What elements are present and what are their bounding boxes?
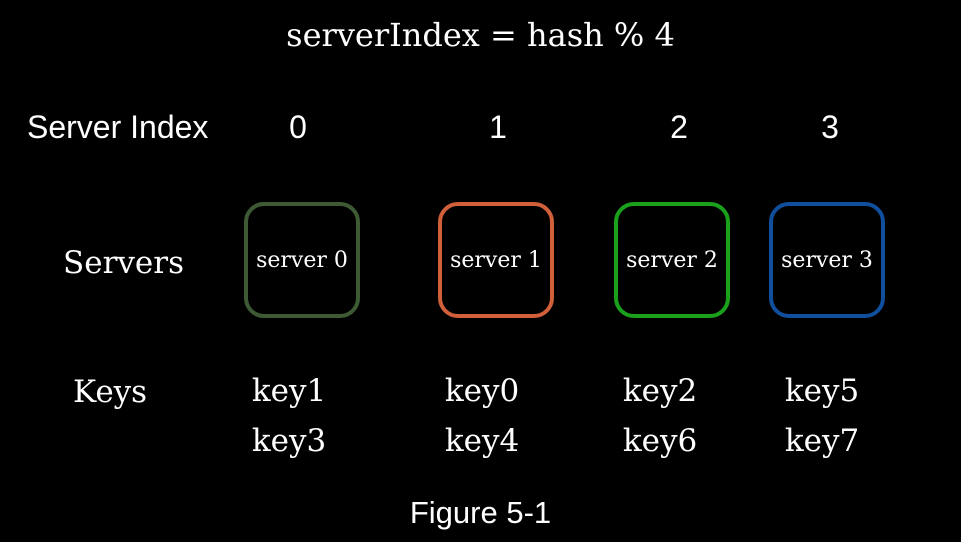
key-item: key1 bbox=[251, 373, 327, 409]
server-index-2: 2 bbox=[670, 109, 688, 145]
keys-column-3: key5 key7 bbox=[762, 366, 882, 466]
server-index-label: Server Index bbox=[27, 109, 209, 145]
server-box-0: server 0 bbox=[244, 202, 360, 318]
key-item: key3 bbox=[251, 423, 327, 459]
server-box-3: server 3 bbox=[769, 202, 885, 318]
figure-caption: Figure 5-1 bbox=[409, 495, 552, 530]
key-item: key0 bbox=[444, 373, 520, 409]
server-name: server 3 bbox=[781, 247, 873, 273]
keys-column-1: key0 key4 bbox=[422, 366, 542, 466]
formula-title: serverIndex = hash % 4 bbox=[286, 16, 675, 54]
key-item: key5 bbox=[784, 373, 860, 409]
server-box-1: server 1 bbox=[438, 202, 554, 318]
server-name: server 1 bbox=[450, 247, 542, 273]
keys-row-label: Keys bbox=[73, 374, 148, 410]
server-box-2: server 2 bbox=[614, 202, 730, 318]
server-name: server 2 bbox=[626, 247, 718, 273]
server-name: server 0 bbox=[256, 247, 348, 273]
keys-column-0: key1 key3 bbox=[229, 366, 349, 466]
server-index-3: 3 bbox=[821, 109, 839, 145]
servers-row-label: Servers bbox=[63, 245, 184, 281]
keys-column-2: key2 key6 bbox=[600, 366, 720, 466]
key-item: key7 bbox=[784, 423, 860, 459]
key-item: key6 bbox=[622, 423, 698, 459]
server-index-1: 1 bbox=[489, 109, 507, 145]
key-item: key2 bbox=[622, 373, 698, 409]
key-item: key4 bbox=[444, 423, 520, 459]
server-index-0: 0 bbox=[289, 109, 307, 145]
